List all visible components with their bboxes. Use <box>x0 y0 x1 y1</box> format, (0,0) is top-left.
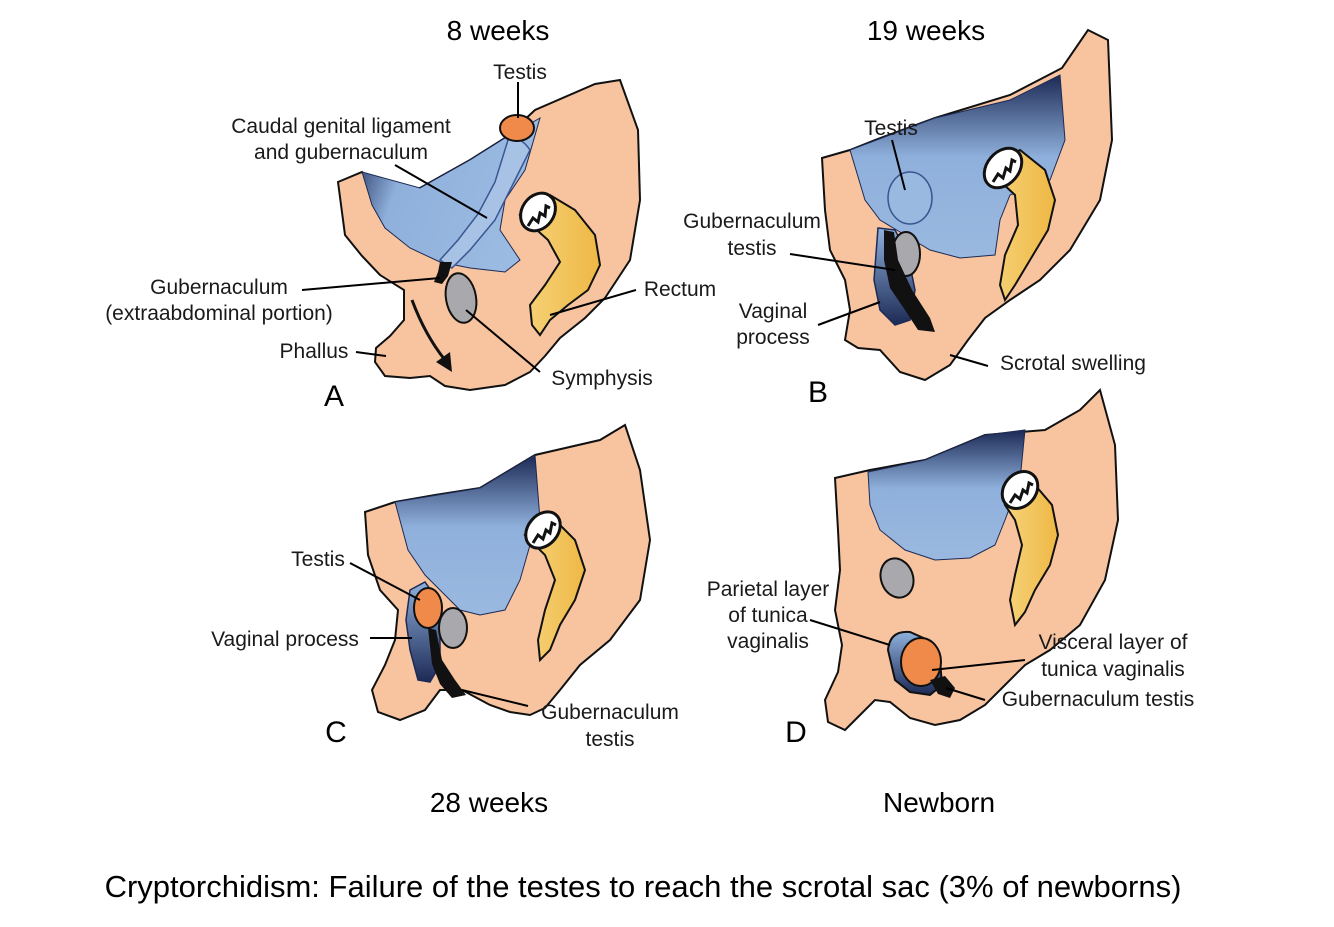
abdominal-cavity-d <box>867 429 1026 561</box>
leader-gub-c <box>461 689 529 707</box>
leader-rectum-a <box>549 289 637 316</box>
figure-caption: Cryptorchidism: Failure of the testes to… <box>105 869 1182 904</box>
label-gubernaculum-a-2: (extraabdominal portion) <box>105 302 333 325</box>
label-gubernaculum-c: Gubernaculum <box>541 701 679 724</box>
abdominal-cavity-a <box>361 116 541 273</box>
symphysis-d <box>879 557 915 599</box>
panel-c <box>363 423 652 722</box>
gubernaculum-d <box>930 676 955 698</box>
testis-b <box>887 171 933 225</box>
symphysis-c <box>438 607 468 649</box>
rectum-lumen-folds-d <box>1008 480 1034 504</box>
stage-label-a: 8 weeks <box>447 15 550 46</box>
rectum-lumen-folds-c <box>531 520 557 544</box>
gubernaculum-c <box>428 628 466 698</box>
stage-label-c: 28 weeks <box>430 787 548 818</box>
rectum-lumen-b <box>982 146 1024 190</box>
label-gubernaculum-d: Gubernaculum testis <box>1002 688 1195 711</box>
panel-letter-d: D <box>785 716 807 749</box>
panel-letter-b: B <box>808 376 828 409</box>
label-rectum-a: Rectum <box>644 278 716 301</box>
rectum-lumen-folds-b <box>991 157 1017 183</box>
label-testis-c: Testis <box>291 548 345 571</box>
label-vaginal-b-2: process <box>736 326 810 349</box>
label-parietal-d: Parietal layer <box>707 578 830 601</box>
leader-scrotal-b <box>949 354 989 367</box>
label-parietal-d-3: vaginalis <box>727 630 809 653</box>
descent-arrowhead-a <box>436 352 452 372</box>
testis-a <box>499 114 535 142</box>
stage-label-b: 19 weeks <box>867 15 985 46</box>
leader-lines <box>301 82 1026 707</box>
label-scrotal-b: Scrotal swelling <box>1000 352 1146 375</box>
rectum-b <box>986 148 1057 303</box>
rectum-c <box>523 518 587 663</box>
label-symphysis-a: Symphysis <box>551 367 653 390</box>
label-visceral-d-2: tunica vaginalis <box>1041 658 1185 681</box>
label-visceral-d: Visceral layer of <box>1038 631 1187 654</box>
testis-d <box>900 637 942 687</box>
leader-testis-b <box>891 139 906 191</box>
label-parietal-d-2: of tunica <box>728 604 808 627</box>
label-vaginal-c: Vaginal process <box>211 628 359 651</box>
leader-symphysis-a <box>465 309 541 373</box>
panel-letter-c: C <box>325 716 347 749</box>
leader-parietal-d <box>809 619 891 646</box>
label-testis-a: Testis <box>493 61 547 84</box>
label-gubernaculum-c-2: testis <box>585 728 634 751</box>
label-gubernaculum-b-2: testis <box>727 237 776 260</box>
label-gubernaculum-a: Gubernaculum <box>150 276 288 299</box>
abdominal-cavity-c <box>394 454 541 616</box>
symphysis-a <box>444 272 478 324</box>
label-phallus-a: Phallus <box>280 340 349 363</box>
leader-visceral-d <box>931 659 1026 671</box>
stage-label-d: Newborn <box>883 787 995 818</box>
rectum-d <box>1003 483 1060 628</box>
label-caudal-ligament-a: Caudal genital ligament <box>231 115 451 138</box>
panel-letter-a: A <box>324 380 344 413</box>
leader-gub-d <box>945 687 986 701</box>
label-testis-b: Testis <box>864 117 918 140</box>
label-gubernaculum-b: Gubernaculum <box>683 210 821 233</box>
label-caudal-ligament-a-2: and gubernaculum <box>254 141 428 164</box>
rectum-lumen-folds-a <box>526 203 551 227</box>
panel-b <box>820 28 1114 382</box>
leader-caudal-a <box>394 164 488 219</box>
panel-d <box>823 388 1120 732</box>
label-vaginal-b: Vaginal <box>739 300 808 323</box>
leader-phallus-a <box>355 351 387 357</box>
leader-vag-b <box>817 301 881 326</box>
testis-c <box>413 587 443 629</box>
panel-a <box>336 78 642 392</box>
leader-testis-c <box>349 562 421 601</box>
leader-gub-a <box>301 277 441 291</box>
gubernaculum-b <box>884 230 935 332</box>
descent-arrow-a <box>410 299 447 361</box>
leader-gub-b <box>789 253 896 271</box>
